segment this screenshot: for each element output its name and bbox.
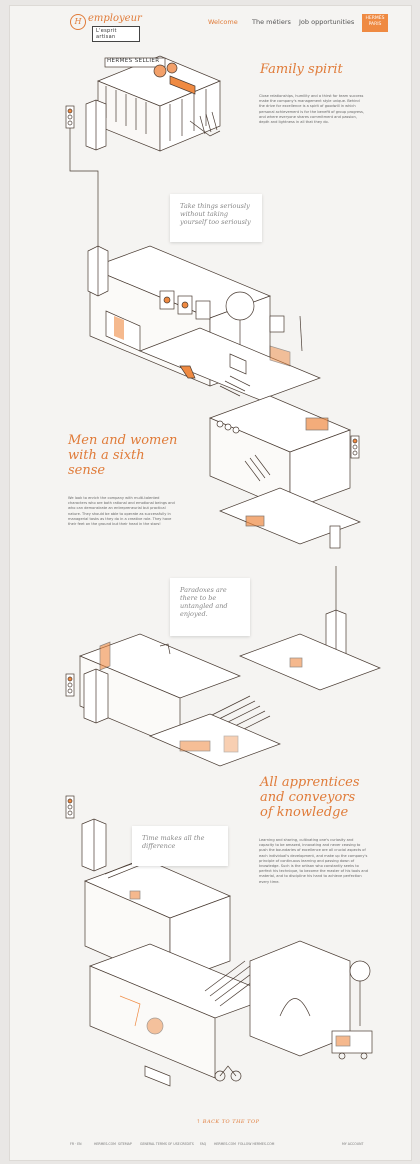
- employer-logo[interactable]: H employeur L'esprit artisan: [70, 13, 142, 42]
- section-text-apprentices: Learning and sharing, cultivating one's …: [259, 838, 369, 884]
- section-title-family-spirit: Family spirit: [260, 62, 343, 77]
- section-text-sixth-sense: We look to enrich the company with multi…: [68, 496, 175, 527]
- tower-right-middle: [325, 566, 347, 659]
- nav-metiers[interactable]: The métiers: [252, 18, 291, 26]
- workshop-floor: [139, 327, 321, 401]
- back-to-top-link[interactable]: ↑ BACK TO THE TOP: [196, 1119, 259, 1125]
- footer-hermes-com[interactable]: HERMES.COM: [94, 1142, 116, 1146]
- note-time-makes-difference: Time makes all the difference: [132, 826, 228, 866]
- footer-sitemap[interactable]: SITEMAP: [118, 1142, 132, 1146]
- logo-circle-icon: H: [70, 14, 86, 30]
- logo-wordmark: employeur: [88, 13, 142, 24]
- back-to-top-label: BACK TO THE TOP: [202, 1119, 260, 1125]
- brand-logo[interactable]: HERMÈS PARIS: [362, 14, 388, 32]
- isometric-illustration: [65, 55, 381, 1087]
- tower-left-lower: [83, 668, 109, 724]
- logo-tagline: L'esprit artisan: [92, 26, 140, 42]
- nav-job-opportunities[interactable]: Job opportunities: [299, 18, 355, 26]
- bottom-shop-floor: [84, 857, 373, 1087]
- middle-workshop-floor: [79, 633, 381, 767]
- section-title-apprentices: All apprentices and conveyors of knowled…: [260, 775, 360, 820]
- footer-hermes-com-2[interactable]: HERMES.COM: [214, 1142, 236, 1146]
- footer-terms[interactable]: GENERAL TERMS OF USE: [140, 1142, 180, 1146]
- rooftop-building: [97, 55, 221, 152]
- up-arrow-icon: ↑: [196, 1119, 203, 1125]
- footer-language[interactable]: FR · EN: [70, 1142, 82, 1146]
- brand-name: HERMÈS: [365, 16, 385, 21]
- footer-follow[interactable]: FOLLOW HERMES.COM: [238, 1142, 275, 1146]
- footer-account[interactable]: MY ACCOUNT: [342, 1142, 364, 1146]
- rooftop-sign: HERMES SELLIER: [107, 58, 160, 64]
- section-title-sixth-sense: Men and women with a sixth sense: [68, 433, 178, 478]
- footer-faq[interactable]: FAQ: [200, 1142, 207, 1146]
- tower-middle-left: [87, 245, 109, 297]
- tower-top-left: [85, 99, 107, 151]
- note-paradoxes: Paradoxes are there to be untangled and …: [170, 578, 250, 636]
- traffic-lights: [65, 105, 360, 819]
- tower-bottom-left: [81, 818, 107, 872]
- section-text-family-spirit: Close relationships, humility and a thir…: [259, 94, 364, 125]
- footer-credits[interactable]: CREDITS: [180, 1142, 194, 1146]
- page-frame: H employeur L'esprit artisan Welcome The…: [9, 5, 412, 1161]
- brand-city: PARIS: [368, 22, 382, 27]
- desk-floor: [219, 487, 361, 549]
- note-take-things-seriously: Take things seriously without taking you…: [170, 194, 262, 242]
- nav-welcome[interactable]: Welcome: [208, 18, 238, 26]
- footer-links: FR · EN HERMES.COM SITEMAP GENERAL TERMS…: [70, 1142, 370, 1150]
